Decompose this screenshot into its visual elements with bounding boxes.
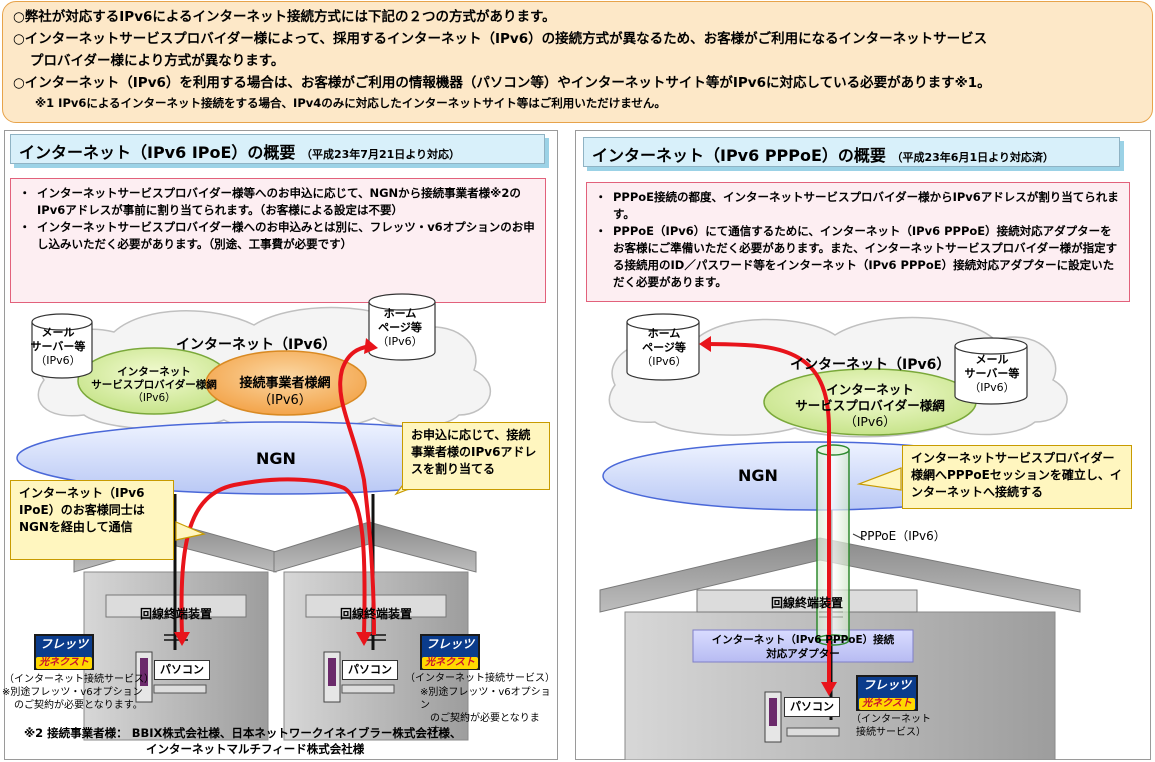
ipoe-description-box: インターネットサービスプロバイダー様等へのお申込に応じて、NGNから接続事業者様…: [10, 178, 546, 303]
ipoe-isp-label: インターネット サービスプロバイダー様網 （IPv6）: [78, 366, 230, 405]
pppoe-bullet-2: PPPoE（IPv6）にて通信するために、インターネット（IPv6 PPPoE）…: [595, 223, 1119, 291]
pppoe-adapter: インターネット（IPv6 PPPoE）接続 対応アダプター: [693, 633, 913, 661]
isp-line-1: インターネット: [117, 366, 191, 378]
pppoe-mail-server-label: メール サーバー等 （IPv6）: [955, 353, 1029, 395]
option-note-line-2: のご契約が必要となります。: [14, 700, 143, 711]
pppoe-homepage-label: ホーム ページ等 （IPv6）: [627, 327, 701, 369]
option-note-line-1: ※別途フレッツ・v6オプション: [2, 687, 143, 698]
pppoe-callout: インターネットサービスプロバイダー様網へPPPoEセッションを確立し、インターネ…: [902, 445, 1132, 509]
notice-line-1: ○弊社が対応するIPv6によるインターネット接続方式には下記の２つの方式がありま…: [13, 9, 556, 25]
mail-line-1: メール: [41, 326, 75, 339]
mail-line-3: （IPv6）: [35, 354, 81, 367]
pppoe-service-caption: （インターネット 接続サービス）: [836, 713, 946, 739]
ipoe-pc-left: パソコン: [154, 660, 210, 680]
homepage-line-1: ホーム: [383, 307, 417, 320]
ipoe-flets-logo-left: フレッツ 光ネクスト: [34, 634, 94, 670]
pppoe-traffic-arrow: [706, 342, 831, 685]
ipoe-footnote: ※2 接続事業者様： BBIX株式会社様、日本ネットワークイネイブラー株式会社様…: [24, 725, 461, 757]
service-caption-line-2: 接続サービス）: [856, 727, 926, 738]
homepage-line-2: ページ等: [378, 321, 422, 334]
flets-logo-bottom: 光ネクスト: [859, 698, 915, 710]
pppoe-session-tube: [816, 444, 850, 646]
pppoe-homepage-cylinder: [626, 313, 700, 381]
notice-footnote: ※1 IPv6によるインターネット接続をする場合、IPv4のみに対応したインター…: [35, 96, 666, 110]
flets-logo-top: フレッツ: [425, 637, 474, 651]
flets-logo-bottom: 光ネクスト: [422, 657, 478, 669]
pppoe-title-note: （平成23年6月1日より対応済）: [891, 151, 1054, 164]
ipoe-onu-right: 回線終端装置: [339, 607, 412, 621]
pppoe-title: インターネット（IPv6 PPPoE）の概要 （平成23年6月1日より対応済）: [583, 137, 1120, 167]
homepage-cylinder: [368, 293, 436, 361]
carrier-network: [205, 350, 367, 416]
ipoe-service-caption-left: （インターネット接続サービス）: [4, 674, 154, 685]
footnote-line-2: インターネットマルチフィード株式会社様: [146, 742, 365, 756]
isp-line-3: （IPv6）: [844, 414, 896, 429]
notice-box: ○弊社が対応するIPv6によるインターネット接続方式には下記の２つの方式がありま…: [2, 1, 1153, 123]
ipoe-ngn-label: NGN: [256, 449, 296, 468]
pppoe-pc: パソコン: [784, 697, 840, 717]
homepage-line-3: （IPv6）: [641, 355, 687, 368]
mail-server-cylinder: [31, 313, 93, 379]
option-note-line-1: ※別途フレッツ・v6オプション: [420, 687, 551, 711]
isp-line-2: サービスプロバイダー様網: [795, 398, 945, 413]
ipoe-title-note: （平成23年7月21日より対応）: [301, 148, 461, 161]
mail-line-2: サーバー等: [964, 367, 1020, 380]
ipoe-option-note-left: ※別途フレッツ・v6オプション のご契約が必要となります。: [2, 686, 152, 712]
footnote-line-1: ※2 接続事業者様： BBIX株式会社様、日本ネットワークイネイブラー株式会社様…: [24, 726, 462, 740]
pppoe-ngn-label: NGN: [738, 466, 778, 485]
pppoe-description-box: PPPoE接続の都度、インターネットサービスプロバイダー様からIPv6アドレスが…: [586, 182, 1130, 302]
homepage-line-2: ページ等: [642, 341, 686, 354]
ipoe-diagram: [16, 293, 542, 741]
pppoe-onu: 回線終端装置: [770, 596, 843, 610]
pppoe-session-label: PPPoE（IPv6）: [860, 529, 946, 543]
ipoe-callout-peer: インターネット（IPv6 IPoE）のお客様同士はNGNを経由して通信: [10, 480, 174, 560]
service-caption-line-1: （インターネット: [851, 714, 931, 725]
pppoe-internet-label: インターネット（IPv6）: [790, 357, 951, 373]
ipoe-bullet-2: インターネットサービスプロバイダー様へのお申込みとは別に、フレッツ・v6オプショ…: [19, 219, 535, 253]
isp-line-2: サービスプロバイダー様網: [91, 379, 217, 391]
homepage-line-1: ホーム: [647, 327, 681, 340]
notice-line-2a: ○インターネットサービスプロバイダー様によって、採用するインターネット（IPv6…: [13, 31, 988, 47]
pppoe-house: [599, 537, 1081, 760]
ipoe-onu-left: 回線終端装置: [139, 607, 212, 621]
ipoe-mail-server-label: メール サーバー等 （IPv6）: [24, 326, 92, 368]
pppoe-isp-label: インターネット サービスプロバイダー様網 （IPv6）: [770, 382, 970, 430]
mail-line-2: サーバー等: [30, 340, 86, 353]
notice-line-3: ○インターネット（IPv6）を利用する場合は、お客様がご利用の情報機器（パソコン…: [13, 75, 991, 91]
ipoe-title-text: インターネット（IPv6 IPoE）の概要: [19, 143, 296, 162]
ipoe-flets-logo-right: フレッツ 光ネクスト: [420, 634, 480, 670]
ipoe-service-caption-right: （インターネット接続サービス）: [405, 673, 555, 684]
pppoe-flets-logo: フレッツ 光ネクスト: [856, 675, 918, 711]
carrier-line-1: 接続事業者様網: [239, 376, 331, 391]
flets-logo-top: フレッツ: [862, 678, 911, 692]
pppoe-mail-cylinder: [954, 337, 1028, 405]
flets-logo-bottom: 光ネクスト: [36, 657, 92, 669]
ipoe-internet-label: インターネット（IPv6）: [176, 337, 337, 353]
flets-logo-top: フレッツ: [39, 637, 88, 651]
carrier-line-2: （IPv6）: [258, 393, 312, 408]
mail-line-1: メール: [975, 353, 1009, 366]
isp-line-1: インターネット: [826, 382, 914, 397]
ipoe-callout-address: お申込に応じて、接続事業者様のIPv6アドレスを割り当てる: [402, 422, 550, 490]
ipoe-option-note-right: ※別途フレッツ・v6オプション のご契約が必要となります。: [420, 686, 556, 738]
homepage-line-3: （IPv6）: [377, 335, 423, 348]
ipoe-carrier-label: 接続事業者様網 （IPv6）: [210, 375, 360, 409]
pppoe-title-text: インターネット（IPv6 PPPoE）の概要: [592, 146, 886, 165]
ipoe-homepage-label: ホーム ページ等 （IPv6）: [364, 307, 436, 349]
option-note-line-2: のご契約が必要となります。: [430, 713, 540, 737]
notice-line-2b: プロバイダー様により方式が異なります。: [30, 53, 285, 69]
ipoe-title: インターネット（IPv6 IPoE）の概要 （平成23年7月21日より対応）: [10, 134, 545, 164]
pppoe-bullet-1: PPPoE接続の都度、インターネットサービスプロバイダー様からIPv6アドレスが…: [595, 189, 1119, 223]
adapter-line-1: インターネット（IPv6 PPPoE）接続: [711, 634, 895, 646]
ipoe-pc-right: パソコン: [342, 660, 398, 680]
ipoe-bullet-1: インターネットサービスプロバイダー様等へのお申込に応じて、NGNから接続事業者様…: [19, 185, 535, 219]
isp-line-3: （IPv6）: [132, 392, 176, 404]
adapter-line-2: 対応アダプター: [766, 648, 840, 660]
mail-line-3: （IPv6）: [969, 381, 1015, 394]
